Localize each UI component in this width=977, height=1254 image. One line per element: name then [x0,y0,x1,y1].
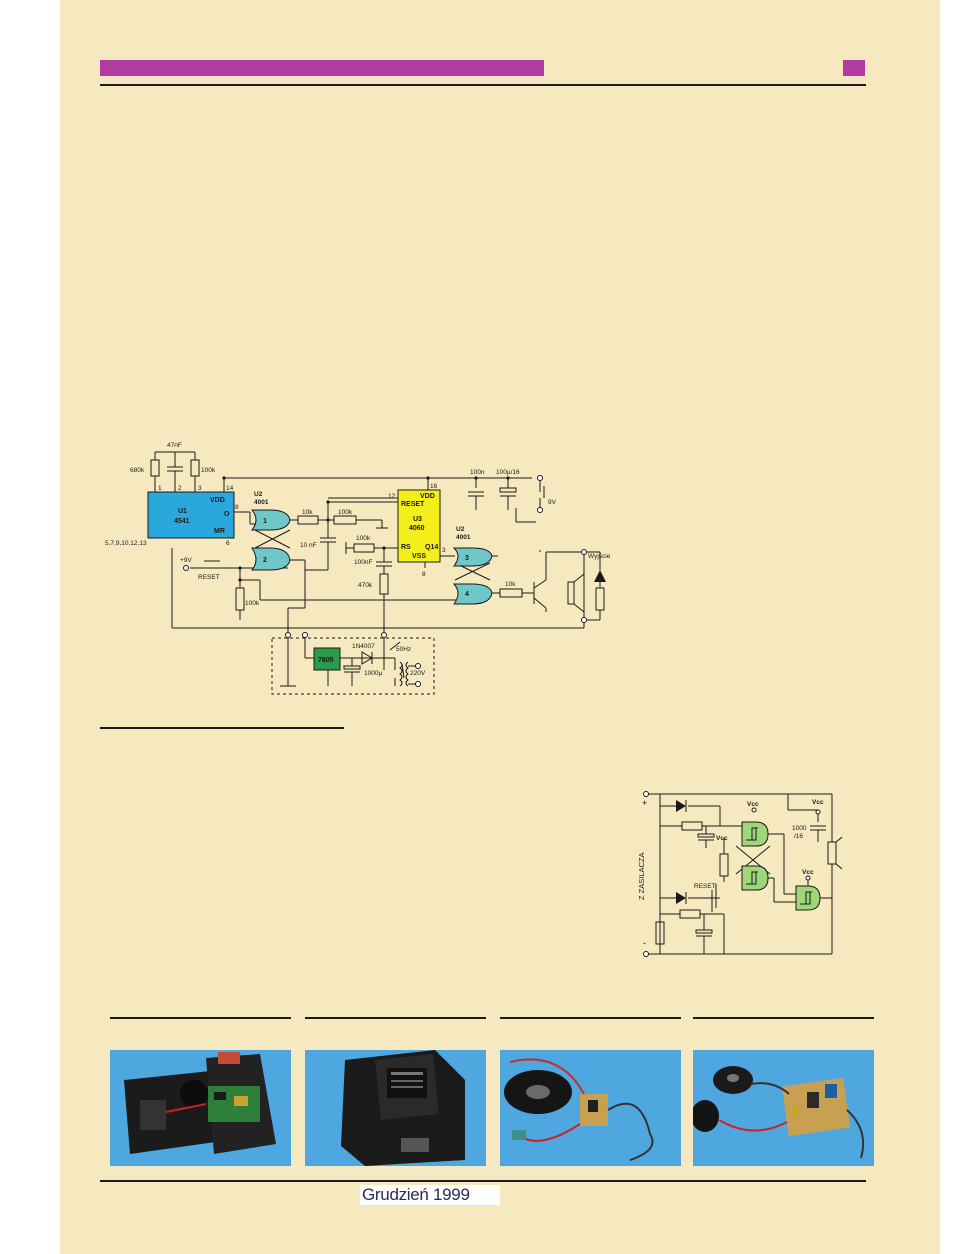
label-1000u: 1000µ [364,670,382,677]
u3-vdd: VDD [420,493,435,500]
pin-8: 8 [235,504,239,511]
u1-mr: MR [214,528,225,535]
label-plus9v: +9V [180,557,192,564]
gate-4-num: 4 [465,591,469,598]
u2b-ref: U2 [456,526,465,533]
header-square [843,60,865,76]
gate-3-num: 3 [465,555,469,562]
pin-3b: 3 [442,547,446,554]
section-rule [100,727,344,729]
gate-3 [452,547,493,567]
caption-line-2 [305,1017,486,1019]
caption-line-1 [110,1017,291,1019]
label-10k-b: 10k [505,581,516,588]
caption-line-3 [500,1017,681,1019]
u1-o: O [224,511,230,518]
gate-4 [452,583,493,605]
cap-1000: 1000 [792,825,807,832]
pin-2: 2 [178,485,182,492]
cap-16: /16 [794,833,803,840]
label-100k-b: 100k [338,509,353,516]
label-output: Wyjście [588,553,611,560]
pin-8b: 8 [422,571,426,578]
gate-1 [250,509,291,531]
footer-date: Grudzień 1999 [360,1185,500,1205]
label-470k: 470k [358,582,373,589]
photo-power-adapter [305,1050,486,1166]
top-rule [100,84,866,86]
label-1n4007: 1N4007 [352,643,375,650]
u3-part: 4060 [409,525,425,532]
photo-open-box [110,1050,291,1166]
gate-a [741,821,769,847]
label-100u: 100µ/16 [496,469,520,476]
u1-chip [147,491,235,539]
u3-vss: VSS [412,553,426,560]
side-label: Z ZASILACZA [637,852,646,900]
reg-label: 7805 [318,657,334,664]
label-100nf: 100nF [354,559,372,566]
pin-16: 16 [430,483,438,490]
u1-ref: U1 [178,508,187,515]
pin-3: 3 [198,485,202,492]
label-220v: 220V [410,670,426,677]
gate-1-num: 1 [263,518,267,525]
label-100n: 100n [470,469,485,476]
bottom-rule [100,1180,866,1182]
label-10k-a: 10k [302,509,313,516]
u2a-ref: U2 [254,491,263,498]
caption-line-4 [693,1017,874,1019]
vcc-2: Vcc [812,799,824,806]
gate-2-num: 2 [263,557,267,564]
label-100k-c: 100k [356,535,371,542]
u3-chip [397,489,441,563]
pin-14: 14 [226,485,234,492]
gate-b [741,865,769,891]
u3-reset: RESET [401,501,425,508]
u3-rs: RS [401,544,411,551]
label-10nf: 10 nF [300,542,317,549]
schematic-main: 47nF 680k 100k 1 2 3 14 8 6 5,7,9,10,12,… [105,442,611,695]
label-680k: 680k [130,467,145,474]
gate-c [795,885,821,911]
pin-1: 1 [158,485,162,492]
u1-gnd-pins: 5,7,9,10,12,13 [105,540,147,547]
output-diode [594,570,606,582]
label-9v: 9V [548,499,557,506]
photo-speaker-board [500,1050,681,1166]
u2a-part: 4001 [254,499,269,506]
u1-vdd: VDD [210,497,225,504]
label-100k-top: 100k [201,467,216,474]
u2b-part: 4001 [456,534,471,541]
label-reset-2: RESET [694,883,716,890]
photo-buzzer-board [693,1050,874,1166]
u3-q14: Q14 [425,544,438,551]
minus-sign: - [643,938,646,948]
schematic-small: Vcc Vcc Vcc Vcc 1000 /16 RESET + - Z ZAS… [637,791,842,957]
page-background [60,0,940,1254]
label-reset: RESET [198,574,220,581]
label-47nf: 47nF [167,442,182,449]
gate-2 [250,547,291,571]
u3-ref: U3 [413,516,422,523]
u1-part: 4541 [174,518,190,525]
label-100k-d: 100k [245,600,260,607]
vcc-4: Vcc [802,869,814,876]
vcc-1: Vcc [747,801,759,808]
header-bar [100,60,544,76]
plus-sign: + [642,798,647,808]
label-50hz: 50Hz [396,646,411,653]
vcc-3: Vcc [716,835,728,842]
pin-12: 12 [388,493,396,500]
pin-6: 6 [226,540,230,547]
regulator-7805 [313,647,341,671]
